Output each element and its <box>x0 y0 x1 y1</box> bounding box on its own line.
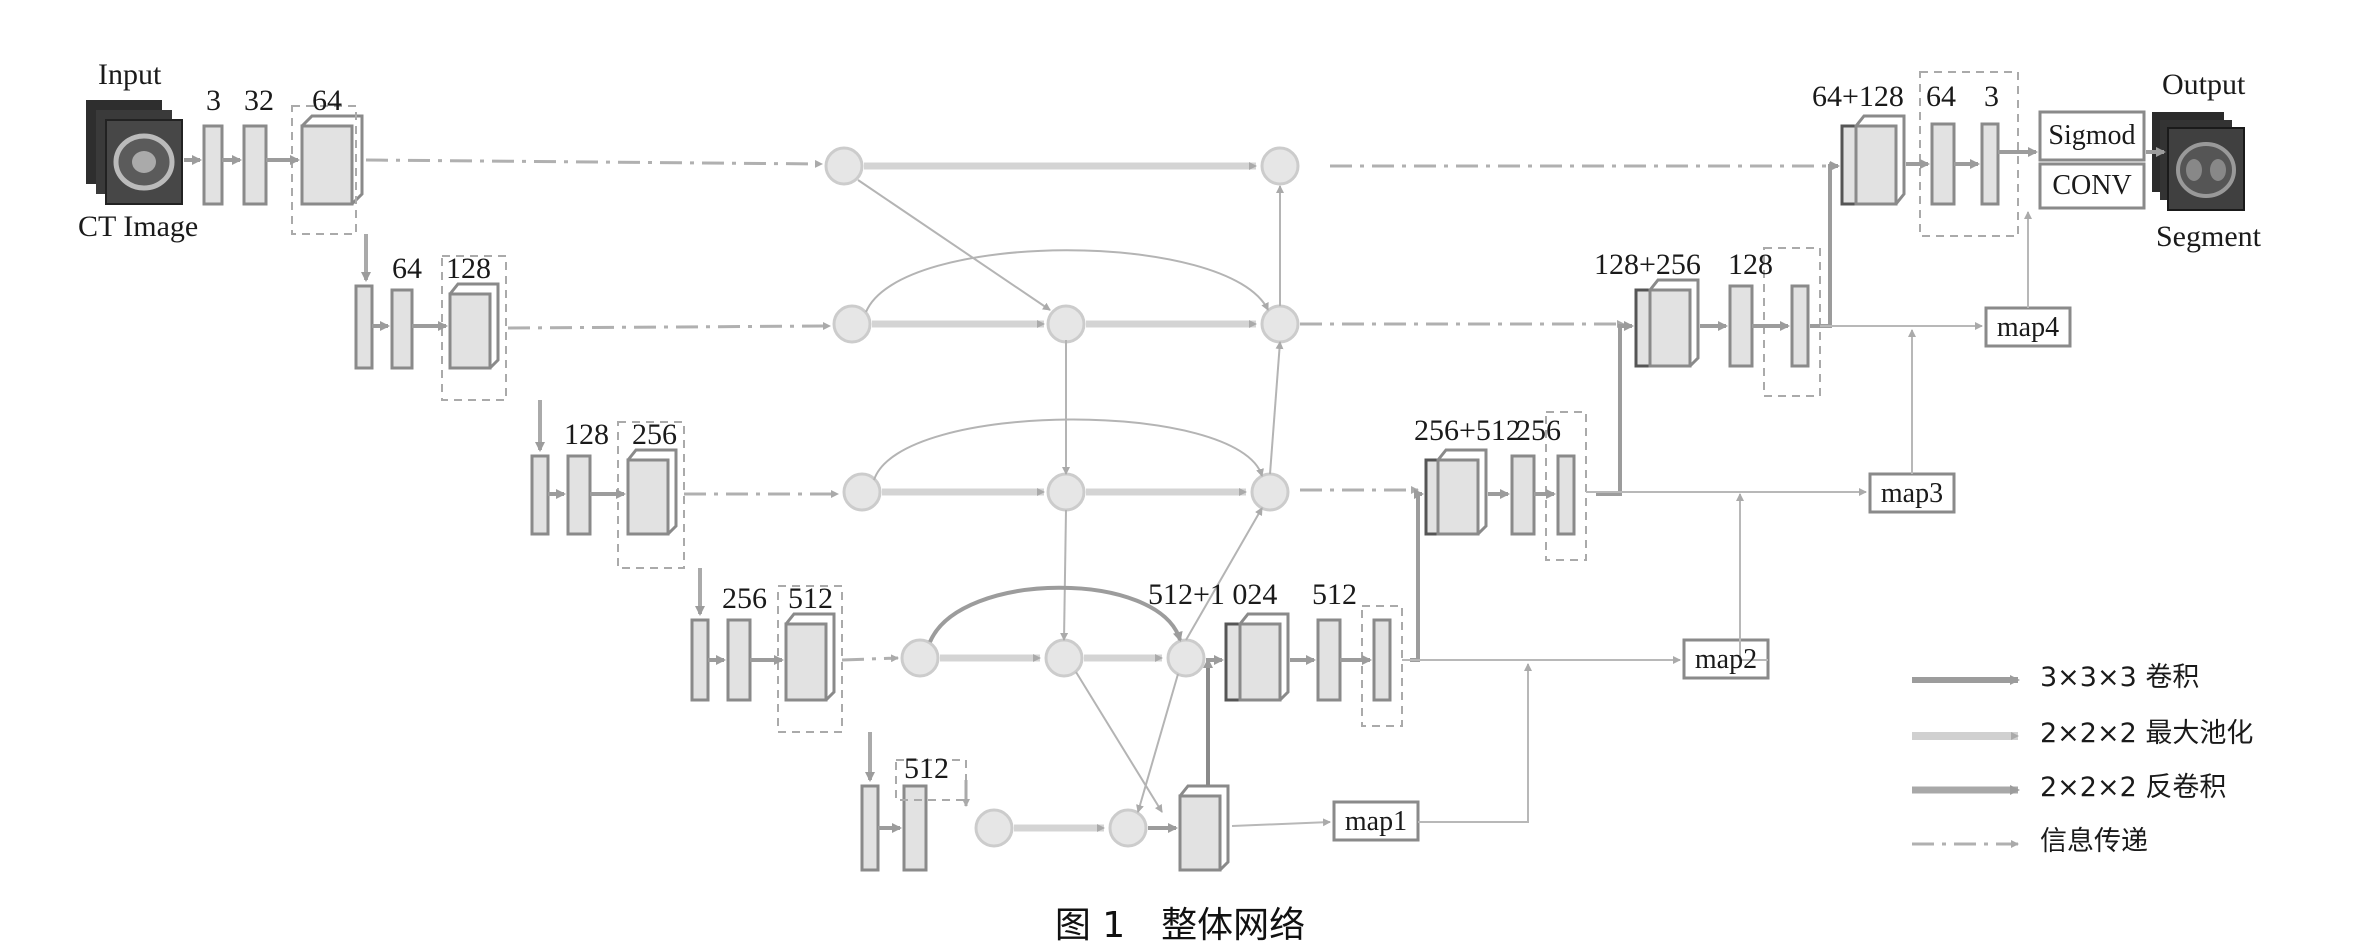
conv-label: CONV <box>2052 170 2132 201</box>
enc1-ch-64: 64 <box>312 84 342 117</box>
encoder-level-3 <box>530 421 685 569</box>
enc4-ch-512: 512 <box>788 582 833 615</box>
enc2-ch-128: 128 <box>446 252 491 285</box>
dec1-ch-3: 3 <box>1984 80 1999 113</box>
enc1-ch-32: 32 <box>244 84 274 117</box>
decoder-level-2 <box>1634 247 1821 397</box>
map1-label: map1 <box>1344 806 1408 837</box>
decoder-level-4 <box>1224 605 1403 727</box>
node-connections <box>864 162 1257 832</box>
enc2-ch-64: 64 <box>392 252 422 285</box>
legend-pool-text: 2×2×2 最大池化 <box>2040 718 2254 749</box>
encoder-level-1 <box>202 105 364 235</box>
output-segment-image <box>2152 112 2245 211</box>
figure-number: 图 1 <box>1054 905 1126 946</box>
decoder-level-1 <box>1840 71 2019 237</box>
segment-label: Segment <box>2156 220 2261 253</box>
enc3-ch-256: 256 <box>632 418 677 451</box>
dec1-ch-concat: 64+128 <box>1812 80 1904 113</box>
enc1-ch-3: 3 <box>206 84 221 117</box>
legend <box>1912 675 2020 848</box>
map2-label: map2 <box>1694 644 1758 675</box>
encoder-level-4 <box>690 585 843 733</box>
dec4-ch-512: 512 <box>1312 578 1357 611</box>
level4-arc <box>928 585 1183 643</box>
legend-conv-text: 3×3×3 卷积 <box>2040 662 2200 693</box>
dec2-ch-128: 128 <box>1728 248 1773 281</box>
map3-label: map3 <box>1880 478 1944 509</box>
decoder-bottom-block <box>1178 784 1230 872</box>
conv-box <box>2038 162 2146 210</box>
legend-skip-text: 信息传递 <box>2040 826 2148 857</box>
ct-image-label: CT Image <box>78 210 199 243</box>
legend-deconv-text: 2×2×2 反卷积 <box>2040 772 2227 803</box>
figure-title: 整体网络 <box>1161 905 1306 946</box>
dec1-ch-64: 64 <box>1926 80 1956 113</box>
output-label: Output <box>2162 68 2246 101</box>
dec4-ch-concat: 512+1 024 <box>1148 578 1278 611</box>
map-boxes <box>1332 306 2072 842</box>
figure-caption: 图 1 整体网络 <box>0 896 2360 948</box>
dec3-ch-concat: 256+512 <box>1414 414 1521 447</box>
dec2-ch-concat: 128+256 <box>1594 248 1701 281</box>
enc4-ch-256: 256 <box>722 582 767 615</box>
node-thin-links <box>857 179 1284 813</box>
sigmod-label: Sigmod <box>2048 120 2136 151</box>
input-ct-image <box>86 100 183 205</box>
map-links <box>1231 211 2032 827</box>
encoder-level-5 <box>860 759 967 872</box>
sigmod-box <box>2038 110 2146 162</box>
dec3-ch-256: 256 <box>1516 414 1561 447</box>
enc5-ch-512: 512 <box>904 752 949 785</box>
input-label: Input <box>98 58 162 91</box>
skip-connections <box>365 158 1837 663</box>
map4-label: map4 <box>1996 312 2060 343</box>
enc3-ch-128: 128 <box>564 418 609 451</box>
decoder-level-3 <box>1424 411 1587 561</box>
nested-nodes <box>824 146 1300 848</box>
